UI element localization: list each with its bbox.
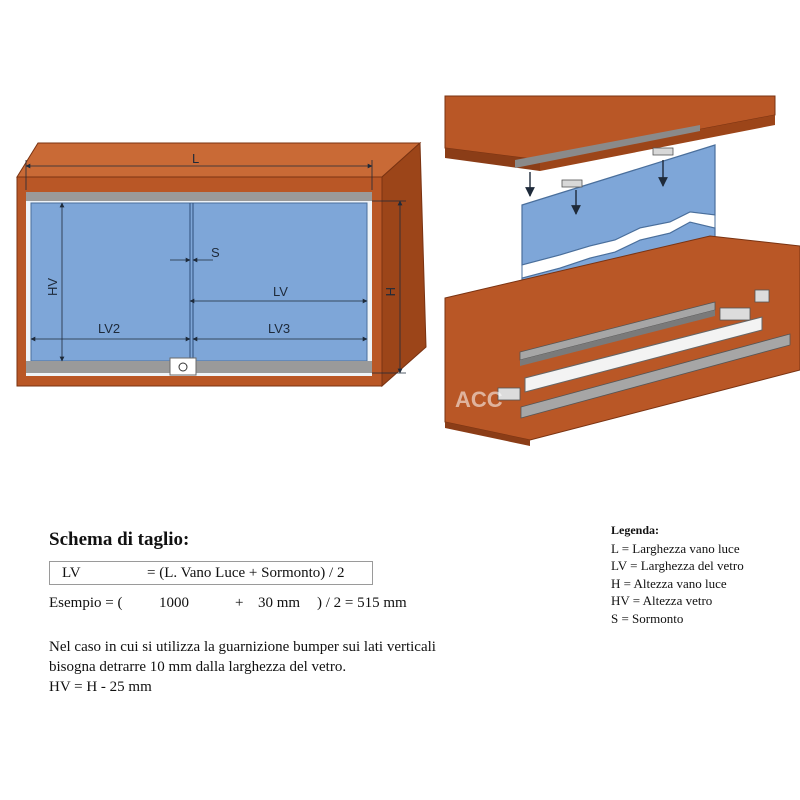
bumper-profile — [524, 316, 763, 393]
note-line: HV = H - 25 mm — [49, 679, 152, 695]
installation-diagram: ACC — [444, 95, 800, 446]
legend: Legenda: L = Larghezza vano luce LV = La… — [611, 522, 744, 628]
technical-diagrams: L H HV S LV LV2 LV3 — [16, 95, 800, 446]
schema-title: Schema di taglio: — [49, 529, 190, 550]
bottom-rail-shadow — [520, 310, 715, 366]
glass-break-wave — [521, 211, 716, 279]
dim-label-l: L — [192, 151, 199, 166]
bottom-rail — [26, 361, 372, 373]
example-prefix: Esempio = ( — [49, 595, 123, 611]
cabinet-base-edge — [445, 422, 530, 446]
watermark-logo: ACC — [455, 387, 503, 412]
floor-guide-hole-icon — [178, 362, 188, 372]
example-value-a: 1000 — [159, 595, 189, 611]
top-shelf-front — [540, 115, 775, 171]
formula-box: LV = (L. Vano Luce + Sormonto) / 2 — [49, 561, 373, 585]
note-line: bisogna detrarre 10 mm dalla larghezza d… — [49, 659, 347, 675]
upper-rail — [515, 125, 700, 168]
dim-label-lv: LV — [273, 284, 288, 299]
note-text: Nel caso in cui si utilizza la guarnizio… — [49, 637, 436, 697]
legend-item: LV = Larghezza del vetro — [611, 558, 744, 574]
floor-rail — [520, 333, 791, 419]
fitting-pair — [719, 307, 751, 321]
example-value-b: 30 mm — [258, 595, 301, 611]
legend-item: H = Altezza vano luce — [611, 575, 727, 591]
example-plus: + — [235, 595, 244, 611]
dim-label-lv3: LV3 — [268, 321, 290, 336]
cabinet-diagram: L H HV S LV LV2 LV3 — [16, 141, 427, 388]
floor-guide — [169, 357, 197, 376]
example-result: ) / 2 = 515 mm — [317, 595, 407, 611]
formula-expression: = (L. Vano Luce + Sormonto) / 2 — [147, 565, 345, 581]
glass-pane-left — [30, 202, 194, 362]
dim-label-s: S — [211, 245, 220, 260]
glass-pane-right — [189, 202, 368, 362]
dim-label-lv2: LV2 — [98, 321, 120, 336]
hanger-right — [652, 147, 674, 156]
dim-label-h: H — [383, 287, 398, 296]
legend-item: L = Larghezza vano luce — [611, 540, 740, 556]
cabinet-top-face — [16, 142, 422, 178]
fitting-stop — [497, 387, 521, 401]
legend-item: S = Sormonto — [611, 610, 684, 626]
legend-item: HV = Altezza vetro — [611, 593, 713, 609]
note-line: Nel caso in cui si utilizza la guarnizio… — [49, 639, 436, 655]
dim-label-hv: HV — [45, 278, 60, 296]
top-rail — [26, 192, 372, 201]
formula-label: LV — [62, 565, 81, 581]
cabinet-side-face — [381, 141, 427, 388]
fitting-single — [754, 289, 770, 303]
legend-title: Legenda: — [611, 523, 659, 537]
hanger-left — [561, 179, 583, 188]
